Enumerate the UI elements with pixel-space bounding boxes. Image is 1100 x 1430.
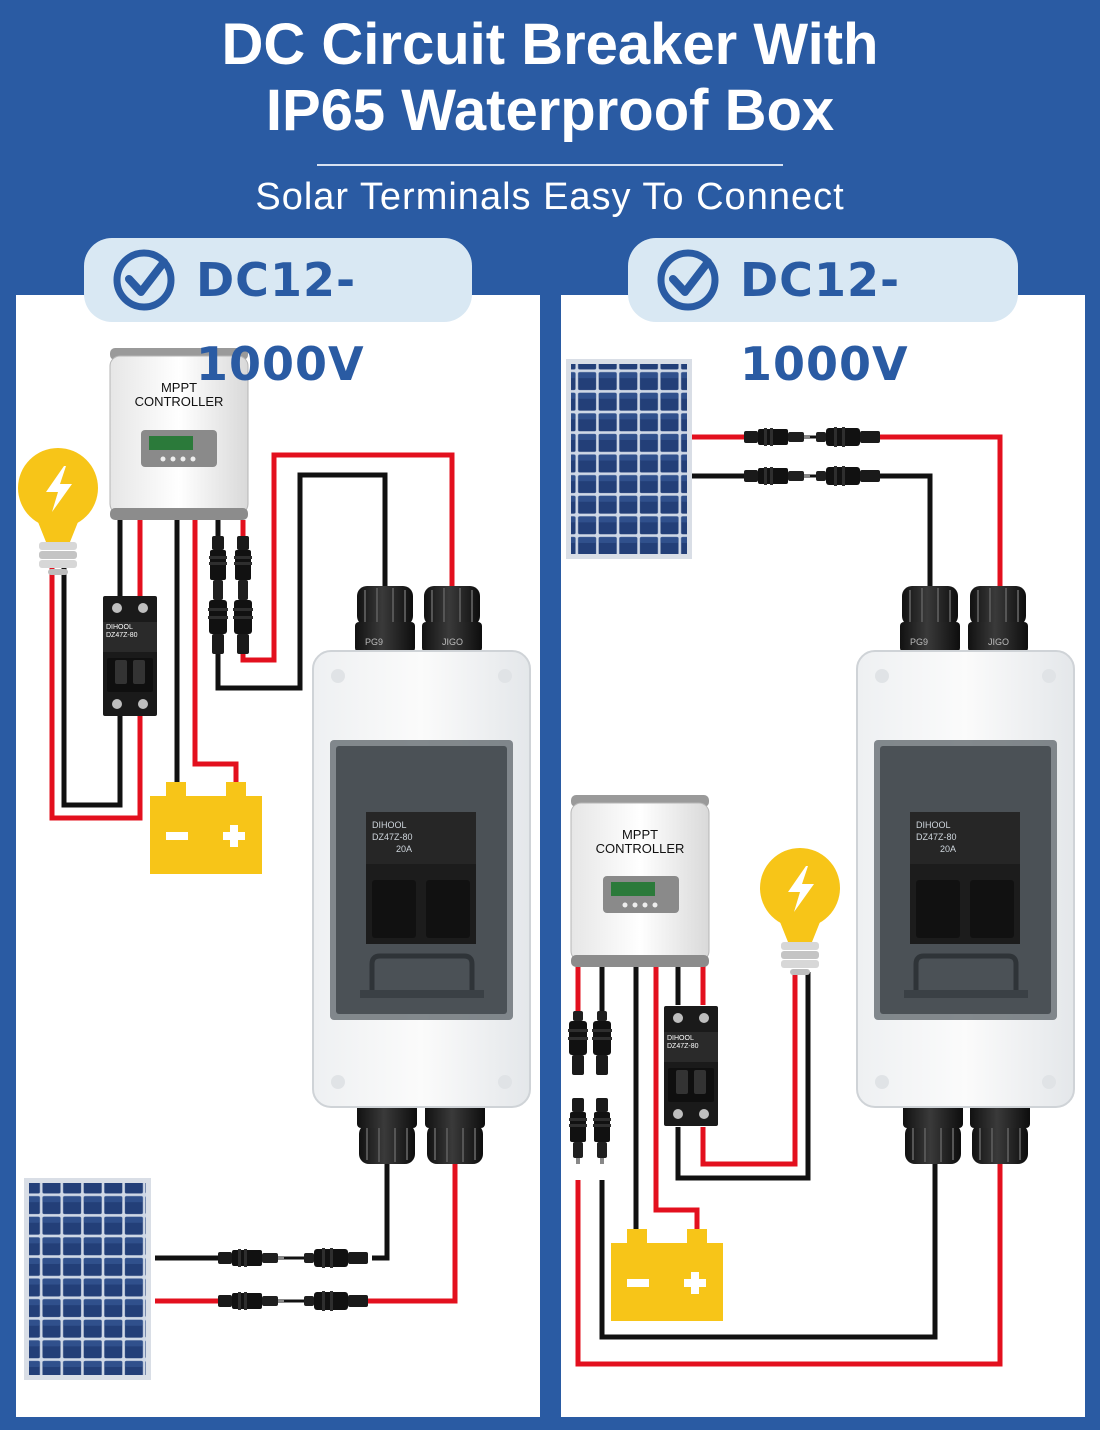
breaker-right: DIHOOL DZ47Z-80 <box>664 1006 718 1126</box>
controller-label-line1: MPPT <box>161 380 197 395</box>
subtitle: Solar Terminals Easy To Connect <box>255 176 845 218</box>
check-circle-icon <box>113 249 175 311</box>
breaker-model: DZ47Z-80 <box>106 632 138 639</box>
voltage-badge-left: DC12-1000V <box>84 238 472 391</box>
gland-text-left: PG9 <box>365 637 383 647</box>
battery-right <box>611 1229 723 1321</box>
gland-text-right-r: JIGO <box>988 637 1009 647</box>
box-breaker-model: DZ47Z-80 <box>372 832 413 842</box>
box-breaker-brand-r: DIHOOL <box>916 820 951 830</box>
mppt-controller-left: MPPT CONTROLLER <box>109 348 249 520</box>
light-bulb-right <box>760 848 840 975</box>
title-divider <box>317 164 783 166</box>
box-breaker-rating: 20A <box>396 844 412 854</box>
ip65-box-left: PG9 JIGO DIHOOL DZ47Z-80 20A <box>312 585 531 1165</box>
solar-panel-left <box>24 1178 151 1380</box>
battery-left <box>150 782 262 874</box>
title-line-1: DC Circuit Breaker With <box>221 12 879 77</box>
ip65-box-right: PG9 JIGO DIHOOL DZ47Z-80 20A <box>856 585 1075 1165</box>
breaker-brand-right: DIHOOL <box>667 1035 694 1042</box>
title-line-2: IP65 Waterproof Box <box>265 78 835 143</box>
voltage-label-right: DC12-1000V <box>740 253 909 391</box>
box-breaker-brand: DIHOOL <box>372 820 407 830</box>
breaker-left: DIHOOL DZ47Z-80 <box>103 596 157 716</box>
gland-text-left-r: PG9 <box>910 637 928 647</box>
gland-text-right: JIGO <box>442 637 463 647</box>
voltage-badge-right: DC12-1000V <box>628 238 1018 391</box>
light-bulb-left <box>18 448 98 575</box>
solar-panel-right <box>566 359 692 559</box>
breaker-model-right: DZ47Z-80 <box>667 1043 699 1050</box>
controller-label-line2-right: CONTROLLER <box>596 841 685 856</box>
voltage-label-left: DC12-1000V <box>196 253 365 391</box>
box-breaker-rating-r: 20A <box>940 844 956 854</box>
controller-label-line2: CONTROLLER <box>135 394 224 409</box>
controller-label-line1-right: MPPT <box>622 827 658 842</box>
mppt-controller-right: MPPT CONTROLLER <box>570 795 710 967</box>
check-circle-icon <box>657 249 719 311</box>
box-breaker-model-r: DZ47Z-80 <box>916 832 957 842</box>
breaker-brand: DIHOOL <box>106 624 133 631</box>
